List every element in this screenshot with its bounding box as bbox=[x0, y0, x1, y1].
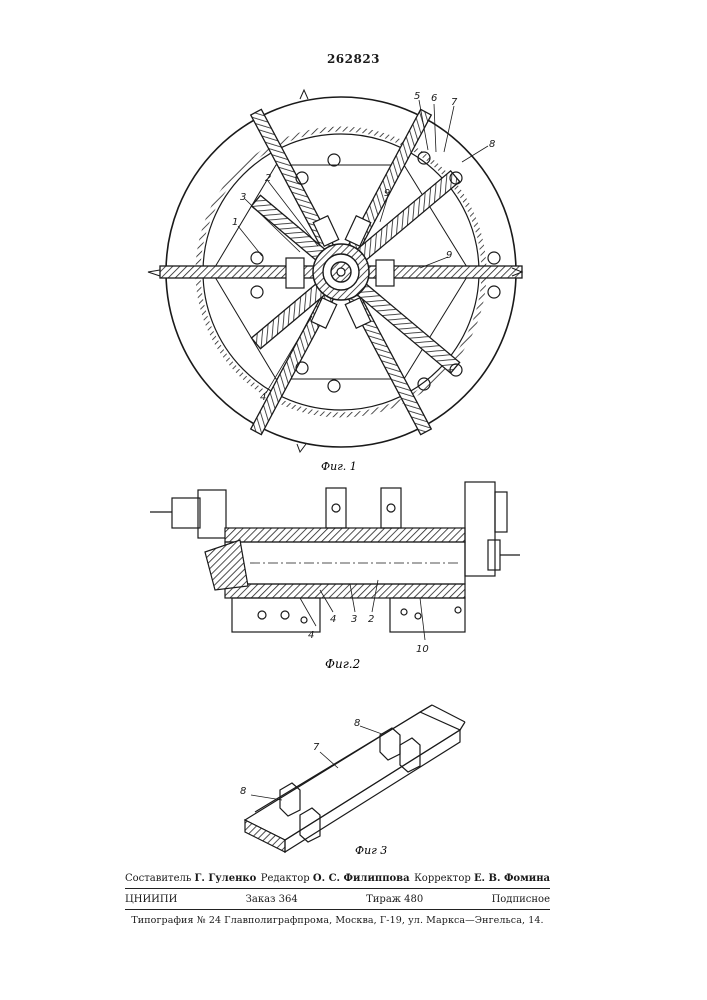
central-hub bbox=[313, 244, 369, 300]
composer-name: Г. Гуленко bbox=[195, 873, 257, 884]
fig2-label-4a: 4 bbox=[308, 630, 314, 641]
fig3-caption: Фиг 3 bbox=[355, 844, 387, 857]
fig1-label-2: 2 bbox=[265, 173, 271, 184]
fig1-label-6: 6 bbox=[431, 93, 437, 104]
fig1-label-7: 7 bbox=[451, 97, 458, 108]
fig2-caption: Фиг.2 bbox=[325, 657, 360, 671]
fig1-label-3: 3 bbox=[240, 192, 246, 203]
fig3-label-7: 7 bbox=[313, 742, 320, 753]
fig2-label-10: 10 bbox=[416, 644, 429, 655]
composer-role: Составитель bbox=[125, 873, 191, 884]
credits-divider-2 bbox=[125, 909, 550, 910]
fig1-caption: Фиг. 1 bbox=[321, 460, 357, 473]
fig3-label-8a: 8 bbox=[354, 718, 360, 729]
corrector: Корректор Е. В. Фомина bbox=[414, 871, 550, 886]
fig1-label-9b: 9 bbox=[446, 250, 452, 261]
corrector-name: Е. В. Фомина bbox=[474, 873, 550, 884]
credits-block: Составитель Г. Гуленко Редактор О. С. Фи… bbox=[125, 871, 550, 928]
fig3-label-8b: 8 bbox=[240, 786, 246, 797]
fig2-label-4b: 4 bbox=[330, 614, 336, 625]
org-name: ЦНИИПИ bbox=[125, 892, 177, 907]
fig1-label-9a: 9 bbox=[384, 188, 390, 199]
figure-1 bbox=[148, 90, 522, 452]
fig1-label-5: 5 bbox=[414, 91, 420, 102]
printer-line: Типография № 24 Главполиграфпрома, Москв… bbox=[125, 913, 550, 928]
editor-role: Редактор bbox=[261, 873, 310, 884]
fig1-label-4: 4 bbox=[260, 392, 266, 403]
subscription: Подписное bbox=[492, 892, 550, 907]
fig1-label-8: 8 bbox=[489, 139, 495, 150]
circulation: Тираж 480 bbox=[366, 892, 423, 907]
corrector-role: Корректор bbox=[414, 873, 471, 884]
fig2-label-3: 3 bbox=[351, 614, 357, 625]
credits-order-row: ЦНИИПИ Заказ 364 Тираж 480 Подписное bbox=[125, 892, 550, 907]
fig1-label-1: 1 bbox=[232, 217, 238, 228]
order-number: Заказ 364 bbox=[246, 892, 298, 907]
composer: Составитель Г. Гуленко bbox=[125, 871, 256, 886]
editor: Редактор О. С. Филиппова bbox=[261, 871, 410, 886]
fig2-label-2: 2 bbox=[368, 614, 374, 625]
credits-divider bbox=[125, 888, 550, 889]
editor-name: О. С. Филиппова bbox=[313, 873, 410, 884]
credits-staff-row: Составитель Г. Гуленко Редактор О. С. Фи… bbox=[125, 871, 550, 886]
